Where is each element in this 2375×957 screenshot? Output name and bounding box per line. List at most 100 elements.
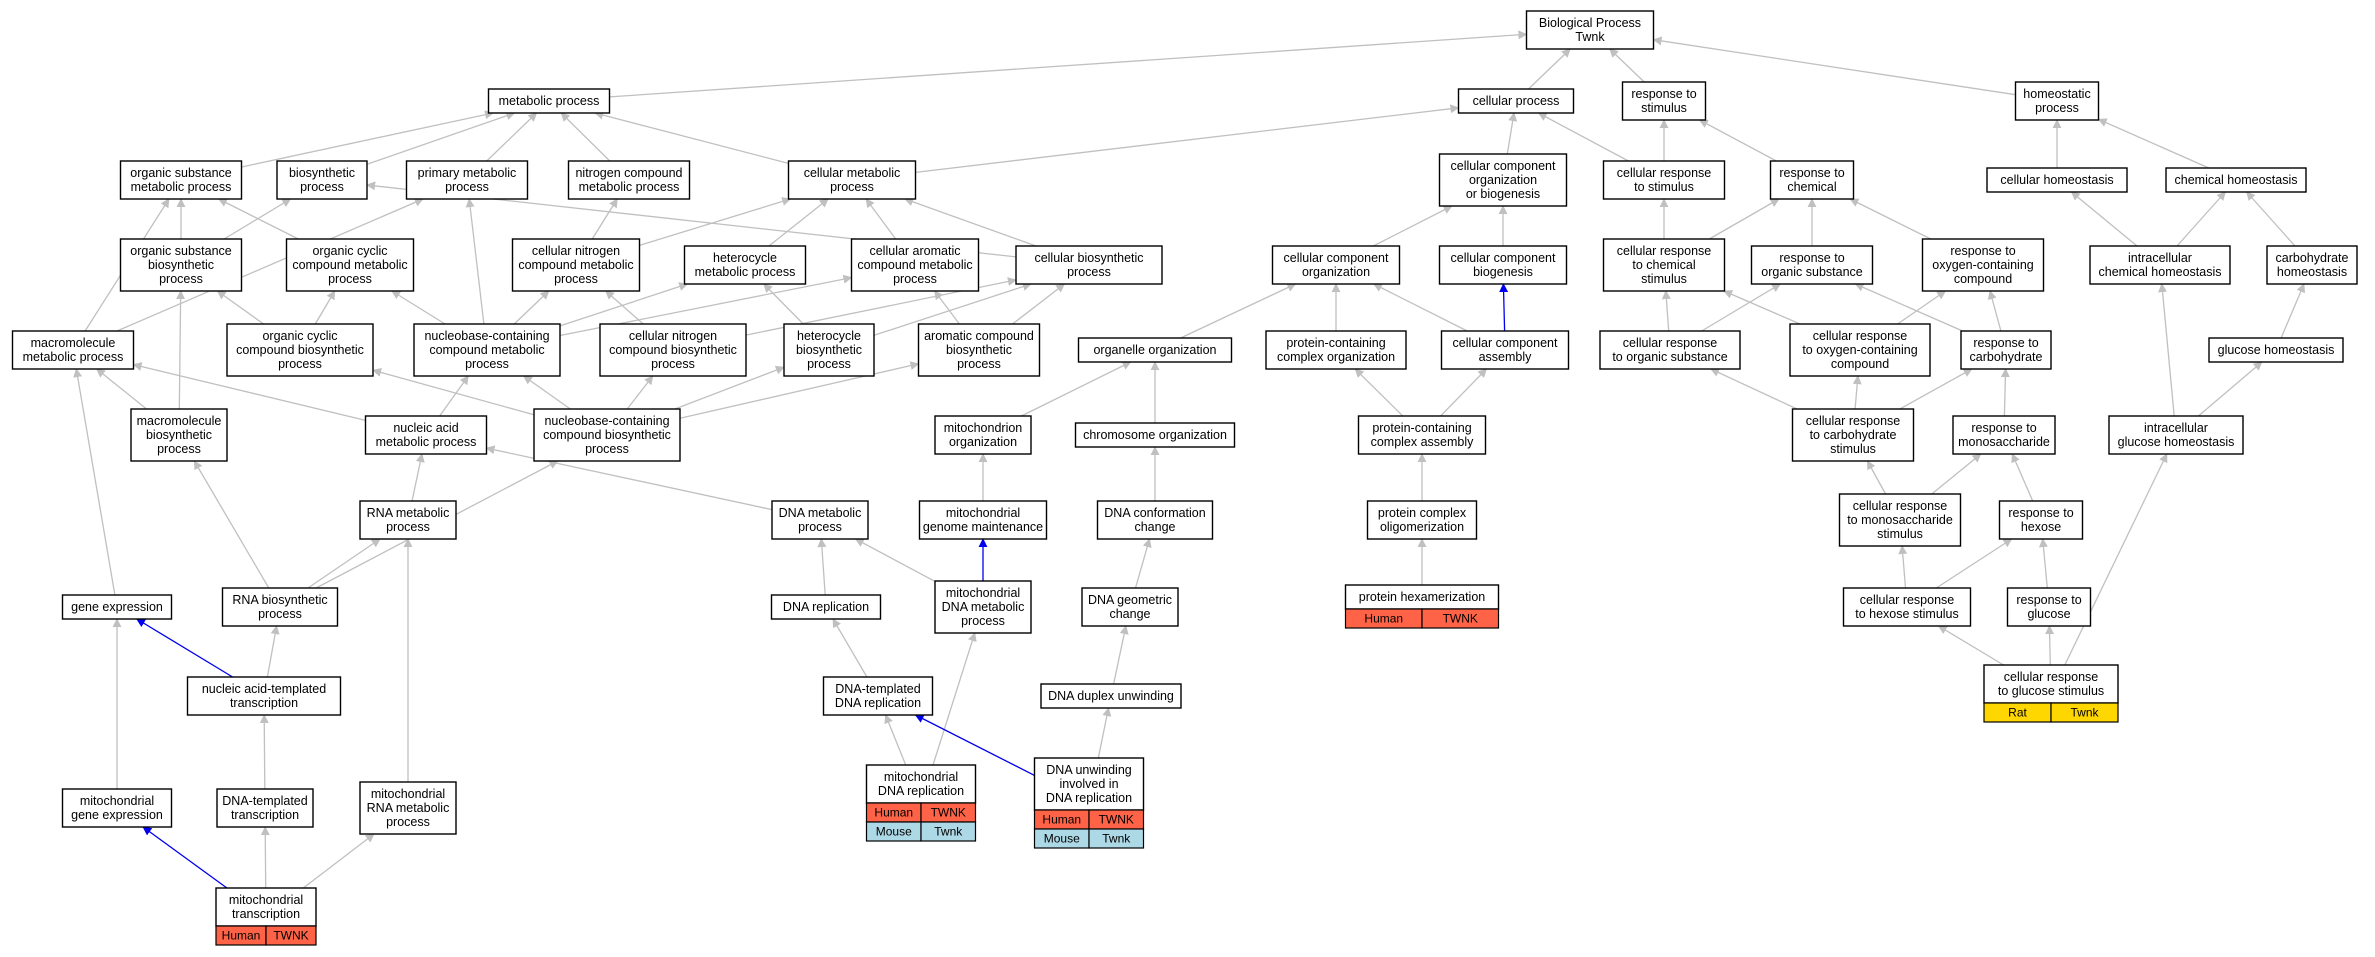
go-term-node-metabolic[interactable]: metabolic process: [487, 88, 611, 114]
go-term-node-cellhomeo[interactable]: cellular homeostasis: [1986, 167, 2128, 193]
edge-hetbio-to-cellbio: [873, 282, 1032, 336]
edge-cellresporgsub-to-cellrespchem: [1661, 290, 1671, 332]
go-term-node-dnarep[interactable]: DNA replication: [770, 594, 882, 620]
edge-rnabio-to-macrobio: [193, 460, 270, 589]
node-label-line: DNA metabolic: [779, 506, 862, 520]
node-box: [1842, 587, 1972, 627]
node-label-line: cellular response: [1617, 166, 1712, 180]
go-term-node-glucosehomeo[interactable]: glucose homeostasis: [2208, 337, 2344, 363]
edge-cellrespglucose-to-intraglucose: [2064, 453, 2168, 666]
edge-respglucose-to-resphexose: [2038, 538, 2048, 589]
go-term-node-chemhomeo[interactable]: chemical homeostasis: [2165, 167, 2307, 193]
node-label-line: process: [807, 357, 851, 371]
go-term-node-dnadup[interactable]: DNA duplex unwinding: [1040, 683, 1182, 709]
node-label-line: heterocycle: [713, 251, 777, 265]
node-box: [285, 238, 415, 292]
node-label-line: response to: [1779, 251, 1844, 265]
go-term-node-geneexpr[interactable]: gene expression: [61, 594, 173, 620]
node-label-line: mitochondrial: [884, 770, 958, 784]
node-label-line: metabolic process: [695, 265, 796, 279]
go-term-node-chromorg[interactable]: chromosome organization: [1074, 422, 1236, 448]
node-label-line: complex assembly: [1371, 435, 1475, 449]
edge-cellnitmet-to-nitcompmet: [591, 198, 618, 240]
go-term-node-cellproc[interactable]: cellular process: [1457, 88, 1575, 114]
node-label-line: process: [554, 272, 598, 286]
node-label-line: Biological Process: [1539, 16, 1641, 30]
node-box: [1960, 330, 2052, 370]
node-box: [216, 788, 314, 828]
node-label-line: to chemical: [1632, 258, 1695, 272]
edge-nbcmet-to-cellnitmet: [513, 290, 550, 325]
node-label-line: response to: [1973, 336, 2038, 350]
go-term-node-organelleorg[interactable]: organelle organization: [1077, 337, 1233, 363]
node-box: [1074, 422, 1236, 448]
node-label-line: nitrogen compound: [575, 166, 682, 180]
